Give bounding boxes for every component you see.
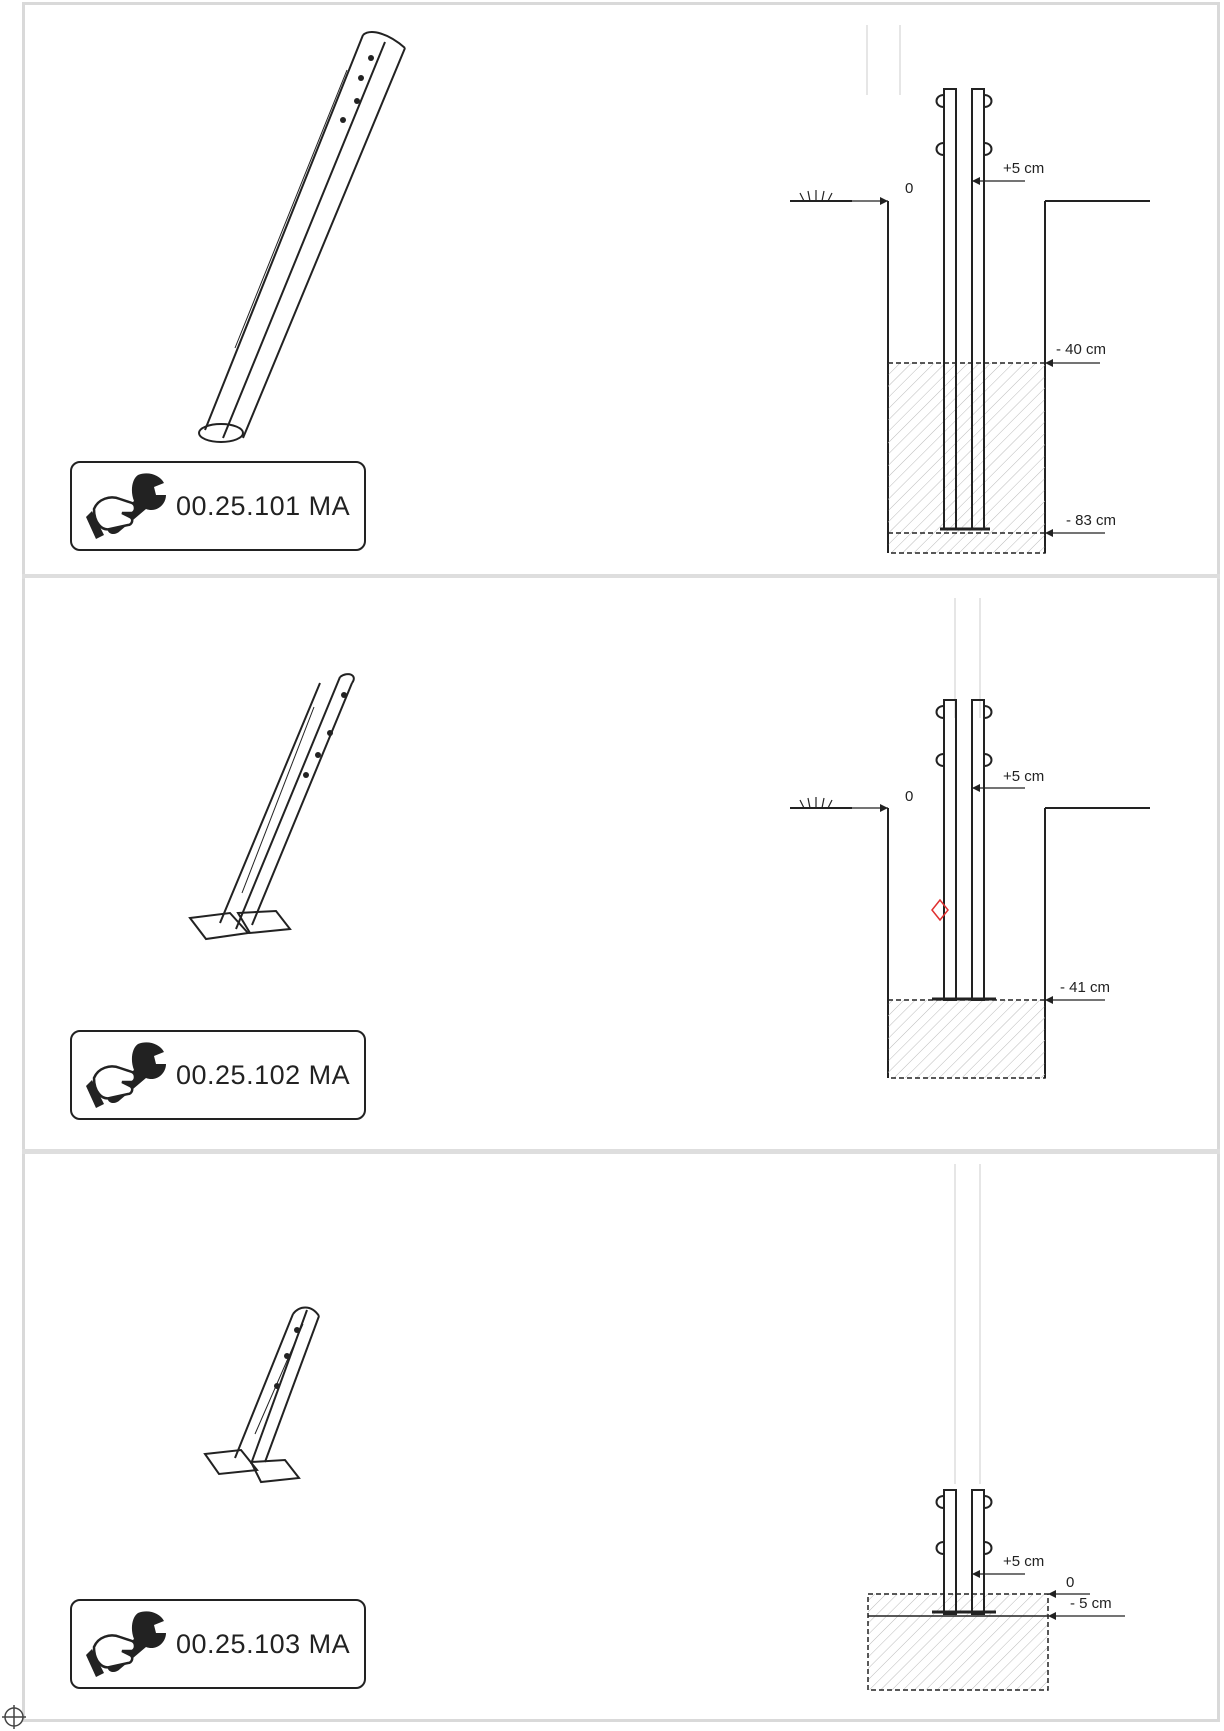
product-code: 00.25.101 MA	[176, 490, 351, 521]
bottom-dimension-label: - 83 cm	[1066, 512, 1116, 529]
bottom-dimension-label: - 5 cm	[1070, 1595, 1112, 1612]
section-1: 00.25.101 MA 0	[25, 5, 1217, 572]
top-dimension-label: +5 cm	[1003, 768, 1044, 785]
post-isometric-drawing	[198, 31, 406, 443]
top-dimension-label: +5 cm	[1003, 1553, 1044, 1570]
page-frame	[22, 2, 1220, 1722]
bottom-dimension-label: - 41 cm	[1060, 979, 1110, 996]
section-2: 00.25.102 MA 0 +5	[25, 578, 1217, 1148]
product-code-box: 00.25.101 MA	[70, 461, 366, 551]
top-dimension-label: +5 cm	[1003, 160, 1044, 177]
ground-level-label: 0	[905, 788, 913, 805]
post-with-baseplate-isometric-drawing	[188, 673, 355, 941]
crosshair-icon	[2, 1705, 26, 1729]
section-3: 00.25.103 MA +5 cm 0 - 5 cm	[25, 1154, 1217, 1719]
installation-section-drawing: 0 +5 cm - 41 cm	[790, 598, 1150, 1079]
product-code: 00.25.103 MA	[176, 1628, 351, 1659]
hand-wrench-icon	[86, 1611, 166, 1677]
section-divider	[22, 574, 1220, 579]
ground-level-label: 0	[905, 180, 913, 197]
marker-icon	[931, 898, 949, 922]
installation-section-drawing: 0 +5 cm - 40 cm - 83 cm	[790, 25, 1150, 554]
section-divider	[22, 1149, 1220, 1154]
mid-dimension-label: - 40 cm	[1056, 341, 1106, 358]
product-code-box: 00.25.102 MA	[70, 1030, 366, 1120]
hand-wrench-icon	[86, 1042, 166, 1108]
product-code-box: 00.25.103 MA	[70, 1599, 366, 1689]
ground-level-label: 0	[1066, 1574, 1074, 1591]
product-code: 00.25.102 MA	[176, 1059, 351, 1090]
installation-section-drawing: +5 cm 0 - 5 cm	[867, 1164, 1125, 1691]
hand-wrench-icon	[86, 473, 166, 539]
short-post-isometric-drawing	[203, 1306, 320, 1484]
